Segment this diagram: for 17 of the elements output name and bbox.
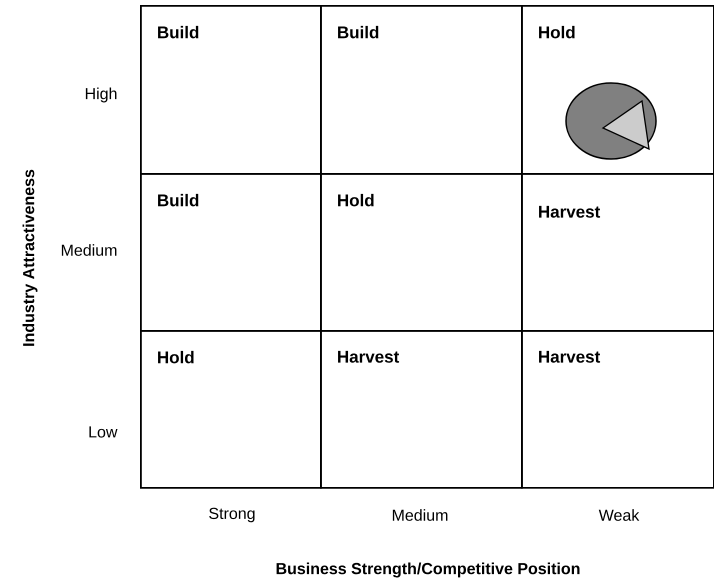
column-label: Medium bbox=[392, 509, 448, 521]
matrix-cell: Build bbox=[320, 5, 523, 175]
axis-title: Industry Attractiveness bbox=[22, 170, 38, 346]
row-label: High bbox=[86, 88, 116, 102]
matrix-cell: Hold bbox=[320, 173, 523, 332]
row-label: Medium bbox=[62, 244, 116, 256]
matrix-cell: Hold bbox=[140, 330, 322, 489]
matrix-cell: Build bbox=[140, 5, 322, 175]
matrix-cell: Harvest bbox=[521, 173, 714, 332]
column-label: Weak bbox=[598, 509, 640, 521]
row-label: Low bbox=[89, 426, 118, 438]
matrix-cell: Harvest bbox=[521, 330, 714, 489]
matrix-cell: Harvest bbox=[320, 330, 523, 489]
column-label: Strong bbox=[209, 508, 255, 522]
matrix-cell: Hold bbox=[521, 5, 714, 175]
matrix-cell: Build bbox=[140, 173, 322, 332]
axis-title: Business Strength/Competitive Position bbox=[276, 562, 580, 578]
